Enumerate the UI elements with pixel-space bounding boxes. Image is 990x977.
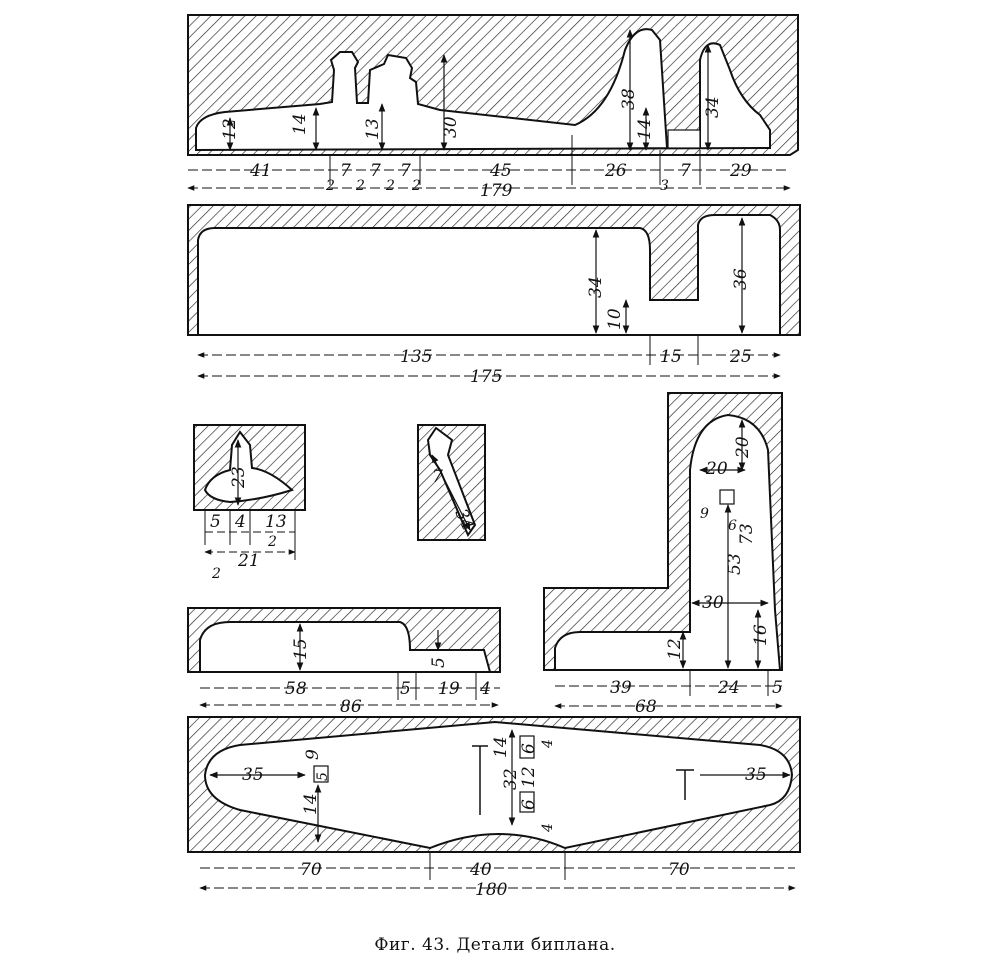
part-7-dim-12: 12 xyxy=(519,766,539,788)
part-1-dim-41: 41 xyxy=(249,161,272,181)
part-7-dim-4b: 4 xyxy=(540,823,556,833)
part-2-dim-10: 10 xyxy=(605,308,625,330)
part-1-dim-45: 45 xyxy=(489,161,512,181)
part-2-frame-block: 34 10 36 135 15 25 175 xyxy=(187,204,801,387)
part-5-dim-68: 68 xyxy=(635,697,657,717)
part-5-dim-24: 24 xyxy=(717,678,740,698)
part-6-dim-4: 4 xyxy=(479,679,491,699)
part-1-dim-2b: 2 xyxy=(355,178,365,194)
part-3-dim-2b: 2 xyxy=(267,534,277,550)
part-3-dim-23: 23 xyxy=(229,466,249,489)
part-1-dim-3: 3 xyxy=(660,178,669,194)
part-5-dim-39: 39 xyxy=(610,678,632,698)
part-3-dim-5: 5 xyxy=(210,512,221,532)
part-1-dim-7b: 7 xyxy=(370,161,381,181)
part-6-flat-block: 15 5 58 5 19 4 86 xyxy=(187,607,501,717)
part-1-dim-14b: 14 xyxy=(635,118,655,140)
part-1-dim-7d: 7 xyxy=(680,161,691,181)
part-7-dim-32: 32 xyxy=(501,768,521,790)
part-6-dim-86: 86 xyxy=(340,697,362,717)
part-5-dim-20a: 20 xyxy=(705,459,728,479)
part-6-body xyxy=(187,607,501,673)
part-1-dim-13: 13 xyxy=(363,118,383,140)
part-1-dim-14: 14 xyxy=(290,113,310,135)
part-1-dim-2a: 2 xyxy=(325,178,335,194)
figure-caption: Фиг. 43. Детали биплана. xyxy=(374,935,616,955)
part-7-dim-6a: 6 xyxy=(519,743,539,754)
part-1-dim-179: 179 xyxy=(480,181,513,201)
part-5-dim-5: 5 xyxy=(772,678,783,698)
part-5-l-shaped-block: 20 20 9 6 73 53 30 12 16 39 24 5 68 xyxy=(543,392,783,717)
part-6-dim-15: 15 xyxy=(291,638,311,660)
part-3-body xyxy=(193,424,306,511)
part-1-body xyxy=(187,14,799,156)
part-4-slanted-bore-block: 7 34 xyxy=(417,424,486,541)
part-3-dim-21: 21 xyxy=(237,551,260,571)
part-1-dim-26: 26 xyxy=(604,161,627,181)
part-7-dim-35a: 35 xyxy=(242,765,264,785)
part-7-dim-5: 5 xyxy=(315,772,331,781)
part-1-dim-38: 38 xyxy=(619,88,639,110)
part-7-body xyxy=(187,716,801,853)
part-3-small-fitting: 23 5 4 13 2 21 2 xyxy=(193,424,306,582)
part-2-dim-25: 25 xyxy=(729,347,752,367)
part-7-dim-40: 40 xyxy=(469,860,492,880)
part-1-dim-12: 12 xyxy=(220,118,240,140)
part-6-dim-19: 19 xyxy=(438,679,460,699)
part-1-dim-29: 29 xyxy=(729,161,752,181)
part-1-dim-7a: 7 xyxy=(340,161,351,181)
part-2-dim-15: 15 xyxy=(660,347,682,367)
part-1-fuselage-profile: 12 14 13 30 38 14 34 41 7 7 7 2 2 2 2 45… xyxy=(187,14,799,201)
part-7-wing-rib-block: 35 9 5 14 14 32 6 4 12 6 4 35 70 40 70 1… xyxy=(187,716,801,900)
part-7-dim-180: 180 xyxy=(475,880,508,900)
part-1-dim-30: 30 xyxy=(441,116,461,138)
part-2-dim-34: 34 xyxy=(586,276,606,298)
part-6-dim-5a: 5 xyxy=(429,657,449,668)
part-2-dim-175: 175 xyxy=(470,367,502,387)
part-3-dim-13: 13 xyxy=(265,512,287,532)
part-5-body xyxy=(543,392,783,671)
part-2-dim-135: 135 xyxy=(400,347,432,367)
part-5-dim-20b: 20 xyxy=(733,436,753,459)
part-7-dim-14a: 14 xyxy=(301,793,321,815)
part-7-dim-9: 9 xyxy=(303,749,323,760)
part-5-dim-12: 12 xyxy=(665,638,685,660)
part-5-dim-6: 6 xyxy=(728,518,737,534)
part-5-dim-30: 30 xyxy=(702,593,724,613)
part-5-dim-9: 9 xyxy=(700,506,709,522)
part-6-dim-58: 58 xyxy=(285,679,307,699)
part-7-dim-35b: 35 xyxy=(745,765,767,785)
part-1-dim-2d: 2 xyxy=(411,178,421,194)
part-7-dim-70b: 70 xyxy=(668,860,690,880)
part-7-dim-70a: 70 xyxy=(300,860,322,880)
part-3-dim-4: 4 xyxy=(234,512,246,532)
part-7-dim-14b: 14 xyxy=(491,736,511,758)
part-7-dim-6b: 6 xyxy=(519,799,539,810)
part-7-dim-4a: 4 xyxy=(540,739,556,749)
part-6-dim-5b: 5 xyxy=(400,679,411,699)
part-3-dim-2a: 2 xyxy=(211,566,221,582)
part-2-dim-36: 36 xyxy=(731,268,751,290)
part-5-dim-16: 16 xyxy=(751,624,771,646)
part-5-dim-73: 73 xyxy=(737,523,757,545)
part-1-dim-2c: 2 xyxy=(385,178,395,194)
part-4-dim-7: 7 xyxy=(432,467,443,487)
part-1-dim-7c: 7 xyxy=(400,161,411,181)
part-5-dim-53: 53 xyxy=(725,553,745,575)
part-2-body xyxy=(187,204,801,336)
part-1-dim-34: 34 xyxy=(703,96,723,118)
